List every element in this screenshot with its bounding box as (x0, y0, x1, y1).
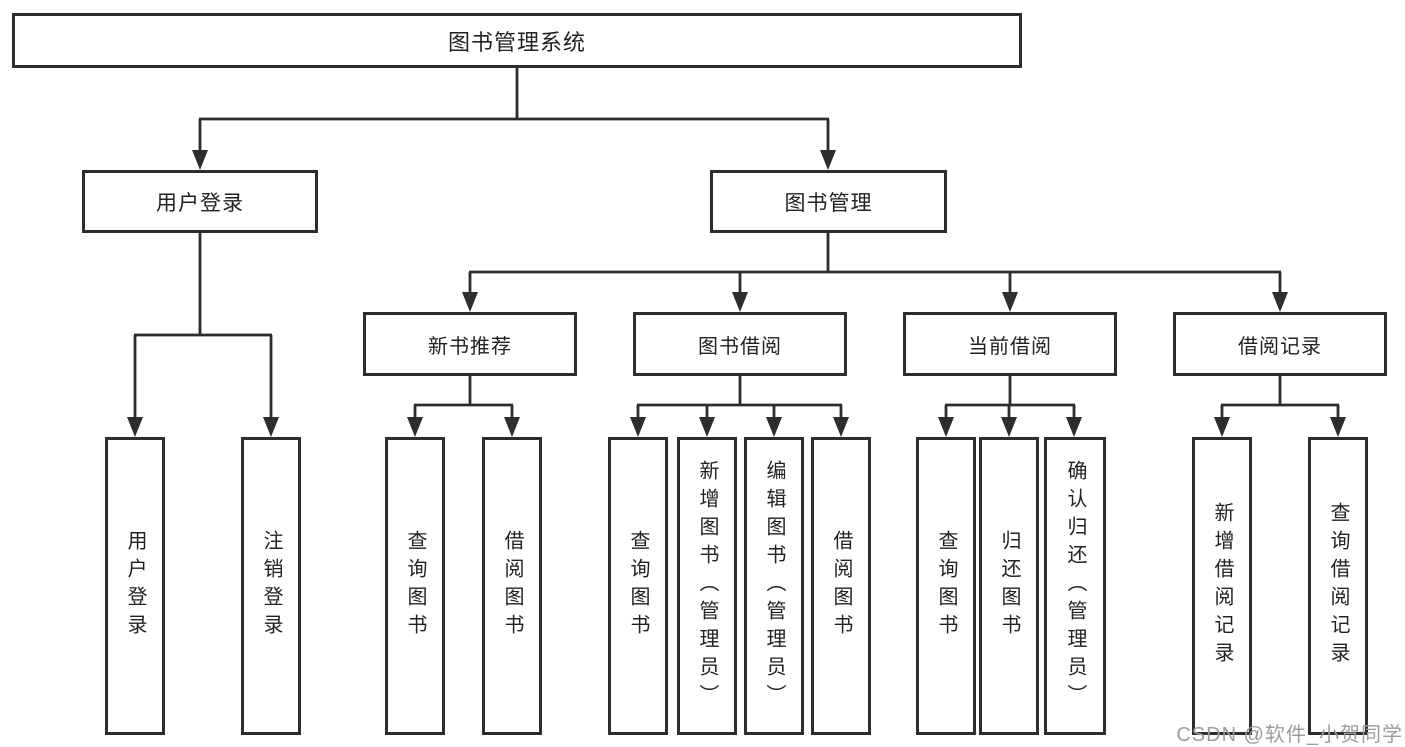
leaf-return-books: 归还图书 (979, 437, 1039, 735)
node-new-book-recommend: 新书推荐 (363, 312, 577, 376)
leaf-label: 新增图书（管理员） (696, 460, 718, 712)
leaf-label: 查询图书 (935, 530, 957, 642)
node-label: 图书管理 (784, 191, 873, 215)
leaf-label: 查询借阅记录 (1327, 502, 1349, 670)
leaf-label: 查询图书 (627, 530, 649, 642)
node-book-borrow: 图书借阅 (633, 312, 847, 376)
csdn-watermark: CSDN @软件_小贺同学 (1176, 724, 1403, 746)
node-library-management-system: 图书管理系统 (12, 13, 1022, 68)
node-label: 图书管理系统 (447, 29, 586, 55)
leaf-label: 注销登录 (260, 530, 282, 642)
leaf-label: 确认归还（管理员） (1064, 460, 1086, 712)
leaf-query-borrow-record: 查询借阅记录 (1308, 437, 1368, 735)
leaf-add-borrow-record: 新增借阅记录 (1192, 437, 1252, 735)
node-book-management: 图书管理 (710, 170, 947, 233)
leaf-confirm-return-admin: 确认归还（管理员） (1044, 437, 1106, 735)
node-label: 借阅记录 (1238, 335, 1322, 358)
leaf-query-books-borrow: 查询图书 (608, 437, 668, 735)
leaf-label: 借阅图书 (830, 530, 852, 642)
leaf-borrow-books-recommend: 借阅图书 (482, 437, 542, 735)
leaf-label: 编辑图书（管理员） (763, 460, 785, 712)
leaf-query-books-recommend: 查询图书 (385, 437, 445, 735)
leaf-edit-books-admin: 编辑图书（管理员） (744, 437, 804, 735)
leaf-user-login: 用户登录 (105, 437, 165, 735)
leaf-label: 新增借阅记录 (1211, 502, 1233, 670)
leaf-add-books-admin: 新增图书（管理员） (677, 437, 737, 735)
leaf-logout: 注销登录 (241, 437, 301, 735)
leaf-label: 用户登录 (124, 530, 146, 642)
node-label: 用户登录 (156, 191, 244, 215)
leaf-label: 归还图书 (998, 530, 1020, 642)
leaf-borrow-books: 借阅图书 (811, 437, 871, 735)
leaf-label: 查询图书 (404, 530, 426, 642)
node-label: 新书推荐 (428, 335, 512, 358)
node-label: 图书借阅 (698, 335, 782, 358)
leaf-label: 借阅图书 (501, 530, 523, 642)
node-label: 当前借阅 (968, 335, 1052, 358)
node-borrow-record: 借阅记录 (1173, 312, 1387, 376)
node-current-borrow: 当前借阅 (903, 312, 1117, 376)
leaf-query-books-current: 查询图书 (916, 437, 976, 735)
node-user-login: 用户登录 (82, 170, 318, 233)
